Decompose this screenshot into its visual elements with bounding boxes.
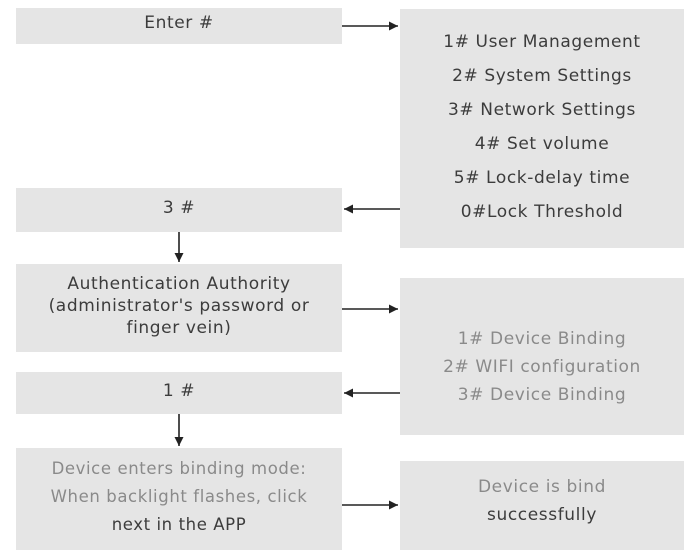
- network-item-device-binding: 1# Device Binding: [457, 329, 627, 349]
- menu-item-lock-delay-time: 5# Lock-delay time: [453, 168, 631, 188]
- network-item-wifi-configuration: 2# WIFI configuration: [443, 357, 641, 377]
- enter-hash-box: Enter #: [16, 8, 342, 44]
- main-menu-box: 1# User Management 2# System Settings 3#…: [400, 9, 684, 248]
- binding-line-1: Device enters binding mode:: [51, 459, 307, 478]
- select-one-box: 1 #: [16, 372, 342, 414]
- menu-item-lock-threshold: 0#Lock Threshold: [460, 202, 624, 222]
- binding-line-2: When backlight flashes, click: [50, 487, 308, 506]
- enter-hash-text: Enter #: [144, 13, 214, 33]
- auth-line-1: Authentication Authority: [67, 274, 291, 294]
- menu-item-user-management: 1# User Management: [443, 32, 641, 52]
- select-three-text: 3 #: [162, 198, 196, 218]
- select-one-text: 1 #: [162, 381, 196, 401]
- success-line-1: Device is bind: [477, 477, 606, 497]
- auth-line-3: finger vein): [126, 318, 232, 338]
- menu-item-network-settings: 3# Network Settings: [448, 100, 636, 120]
- menu-item-system-settings: 2# System Settings: [452, 66, 632, 86]
- menu-item-set-volume: 4# Set volume: [474, 134, 610, 154]
- success-box: Device is bind successfully: [400, 461, 684, 550]
- authentication-box: Authentication Authority (administrator'…: [16, 264, 342, 352]
- network-menu-box: 1# Device Binding 2# WIFI configuration …: [400, 278, 684, 435]
- network-item-device-binding-3: 3# Device Binding: [457, 385, 627, 405]
- binding-mode-box: Device enters binding mode: When backlig…: [16, 448, 342, 550]
- auth-line-2: (administrator's password or: [48, 296, 310, 316]
- success-line-2: successfully: [487, 505, 597, 525]
- select-three-box: 3 #: [16, 188, 342, 232]
- binding-line-3: next in the APP: [111, 515, 247, 534]
